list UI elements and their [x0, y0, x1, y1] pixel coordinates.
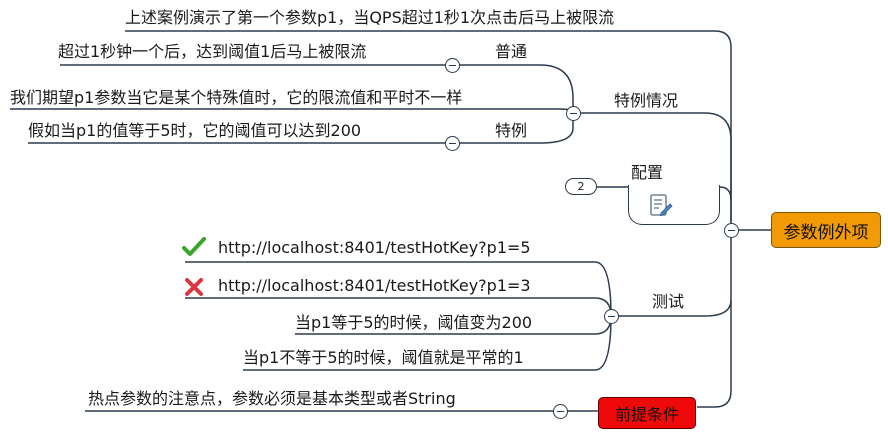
intro-text: 上述案例演示了第一个参数p1，当QPS超过1秒1次点击后马上被限流	[125, 8, 615, 27]
test-url-ok: http://localhost:8401/testHotKey?p1=5	[218, 238, 531, 257]
special-label[interactable]: 特例	[495, 121, 528, 140]
test-topic-label[interactable]: 测试	[652, 292, 685, 311]
special-topic-label[interactable]: 特例情况	[614, 91, 679, 110]
normal-label[interactable]: 普通	[495, 42, 528, 61]
collapse-icon[interactable]	[445, 58, 460, 73]
config-node[interactable]	[628, 185, 720, 225]
note-edit-icon[interactable]	[648, 193, 674, 219]
test-note-not-5: 当p1不等于5的时候，阈值就是平常的1	[243, 348, 524, 367]
test-url-fail: http://localhost:8401/testHotKey?p1=3	[218, 276, 531, 295]
config-count-badge[interactable]: 2	[565, 178, 597, 195]
config-label[interactable]: 配置	[631, 163, 664, 182]
collapse-icon[interactable]	[724, 223, 739, 238]
collapse-icon[interactable]	[566, 106, 581, 121]
collapse-icon[interactable]	[604, 309, 619, 324]
expectation-note: 我们期望p1参数当它是某个特殊值时，它的限流值和平时不一样	[10, 88, 463, 107]
check-icon	[182, 237, 206, 256]
premise-note: 热点参数的注意点，参数必须是基本类型或者String	[88, 389, 456, 408]
premise-topic[interactable]: 前提条件	[598, 397, 696, 429]
test-note-equal-5: 当p1等于5的时候，阈值变为200	[295, 313, 533, 332]
collapse-icon[interactable]	[553, 404, 568, 419]
collapse-icon[interactable]	[445, 136, 460, 151]
special-note: 假如当p1的值等于5时，它的阈值可以达到200	[28, 121, 362, 140]
normal-note: 超过1秒钟一个后，达到阈值1后马上被限流	[58, 42, 367, 61]
cross-icon	[185, 278, 203, 296]
central-topic[interactable]: 参数例外项	[771, 212, 881, 248]
